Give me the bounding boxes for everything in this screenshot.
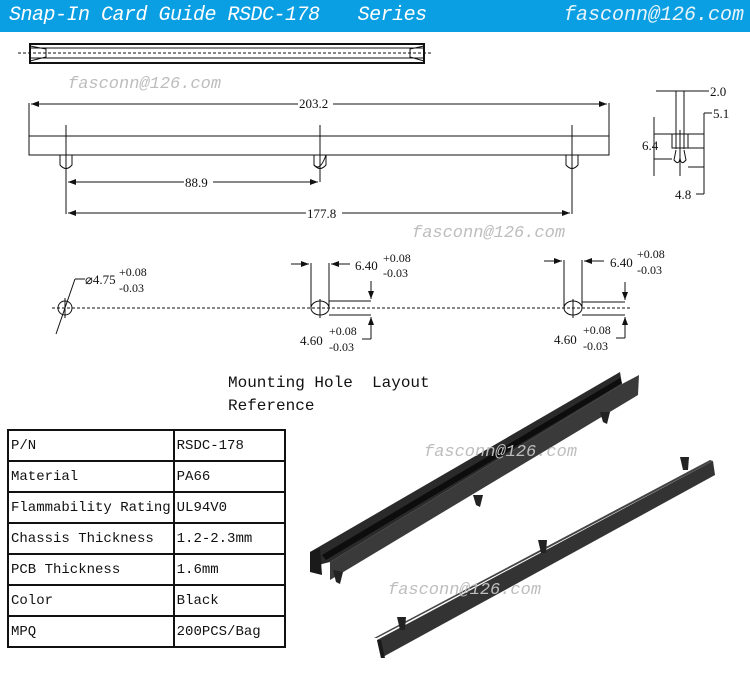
dim-overall-length: 203.2 (299, 96, 328, 111)
profile-view (653, 90, 712, 195)
caption-line-1: Mounting Hole Layout (228, 374, 430, 392)
mounting-hole-caption: Mounting Hole Layout Reference (228, 372, 430, 418)
spec-label: PCB Thickness (7, 553, 175, 586)
dim-slot-width: 2.0 (710, 84, 726, 99)
dim-pin-height: 4.8 (675, 187, 691, 202)
spec-label: Color (7, 584, 175, 617)
dim-body-height: 6.4 (642, 138, 659, 153)
dim-slot1-width: 4.60 (300, 333, 323, 348)
top-view (18, 43, 432, 64)
tol-plus: +0.08 (583, 323, 611, 337)
tol-plus: +0.08 (329, 324, 357, 338)
tol-minus: -0.03 (637, 263, 662, 277)
dim-slot1-length: 6.40 (355, 258, 378, 273)
spec-value: RSDC-178 (172, 429, 286, 462)
spec-label: Material (7, 460, 175, 493)
spec-label: Flammability Rating (7, 491, 175, 524)
spec-label: Chassis Thickness (7, 522, 175, 555)
tol-minus: -0.03 (329, 340, 354, 354)
caption-line-2: Reference (228, 397, 315, 415)
watermark: fasconn@126.com (388, 581, 541, 600)
watermark: fasconn@126.com (68, 75, 221, 94)
spec-label: MPQ (7, 615, 175, 648)
contact-email: fasconn@126.com (563, 4, 744, 27)
watermark: fasconn@126.com (412, 224, 565, 243)
tol-plus: +0.08 (637, 247, 665, 261)
spec-value: PA66 (172, 460, 286, 493)
side-view (28, 101, 610, 216)
product-render-upper (310, 372, 639, 584)
tol-plus: +0.08 (383, 251, 411, 265)
tol-minus: -0.03 (119, 281, 144, 295)
spec-value: UL94V0 (172, 491, 286, 524)
product-render-lower (374, 457, 715, 658)
dim-slot2-length: 6.40 (610, 255, 633, 270)
spec-value: 1.6mm (172, 553, 286, 586)
dim-slot2-width: 4.60 (554, 332, 577, 347)
tol-plus: +0.08 (119, 265, 147, 279)
dim-height-upper: 5.1 (713, 106, 729, 121)
dim-pin-spacing: 88.9 (185, 175, 208, 190)
hole-layout (52, 258, 630, 340)
tol-minus: -0.03 (383, 266, 408, 280)
spec-value: 1.2-2.3mm (172, 522, 286, 555)
dim-pin-span: 177.8 (307, 206, 336, 221)
title-text: Snap-In Card Guide RSDC-178 (9, 4, 320, 27)
spec-label: P/N (7, 429, 175, 462)
title-banner: Snap-In Card Guide RSDC-178 Series fascon… (0, 0, 750, 32)
watermark: fasconn@126.com (424, 443, 577, 462)
series-text: Series (357, 4, 428, 27)
spec-value: 200PCS/Bag (172, 615, 286, 648)
tol-minus: -0.03 (583, 339, 608, 353)
spec-value: Black (172, 584, 286, 617)
product-title: Snap-In Card Guide RSDC-178 Series (9, 4, 427, 27)
dim-round-hole-diameter: ⌀4.75 (85, 272, 116, 287)
